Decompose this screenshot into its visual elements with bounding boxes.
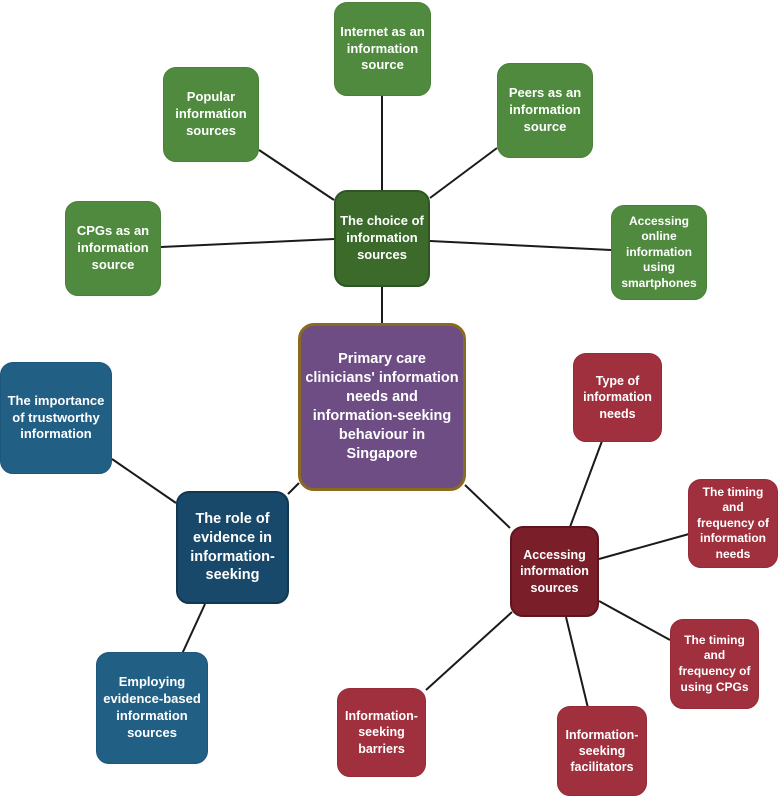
- subtheme-timing-cpgs-node: The timing and frequency of using CPGs: [670, 619, 759, 709]
- connector-choice-smartphones: [429, 240, 612, 251]
- connector-choice-peers: [429, 147, 498, 199]
- connector-accessing-type: [569, 440, 603, 528]
- subtheme-type-needs-label: Type of information needs: [583, 374, 652, 421]
- subtheme-timing-cpgs-label: The timing and frequency of using CPGs: [678, 632, 751, 694]
- subtheme-timing-needs-label: The timing and frequency of information …: [696, 484, 769, 561]
- connector-accessing-timing-cpgs: [598, 600, 671, 641]
- subtheme-facilitators-label: Information-seeking facilitators: [565, 727, 639, 775]
- subtheme-smartphones-label: Accessing online information using smart…: [621, 213, 697, 290]
- subtheme-barriers-label: Information-seeking barriers: [345, 709, 418, 756]
- theme-evidence-label: The role of evidence in information-seek…: [190, 510, 275, 584]
- subtheme-barriers-node: Information-seeking barriers: [337, 688, 426, 777]
- subtheme-peers-label: Peers as an information source: [508, 85, 582, 134]
- central-topic-label: Primary care clinicians' information nee…: [305, 351, 459, 462]
- central-topic-node: Primary care clinicians' information nee…: [298, 323, 466, 491]
- subtheme-trustworthy-label: The importance of trustworthy informatio…: [7, 392, 105, 442]
- subtheme-facilitators-node: Information-seeking facilitators: [557, 706, 647, 796]
- subtheme-cpgs-label: CPGs as an information source: [76, 223, 150, 272]
- theme-choice-label: The choice of information sources: [340, 213, 424, 262]
- connector-accessing-barriers: [425, 611, 513, 691]
- connector-accessing-timing-needs: [598, 533, 690, 560]
- connector-accessing-facilitators: [565, 616, 589, 709]
- subtheme-trustworthy-node: The importance of trustworthy informatio…: [0, 362, 112, 474]
- connector-center-accessing: [464, 484, 511, 529]
- subtheme-employing-node: Employing evidence-based information sou…: [96, 652, 208, 764]
- connector-choice-cpgs: [160, 238, 335, 248]
- subtheme-employing-label: Employing evidence-based information sou…: [103, 674, 201, 740]
- connector-center-evidence: [287, 482, 300, 495]
- subtheme-internet-label: Internet as an information source: [340, 23, 425, 73]
- subtheme-type-needs-node: Type of information needs: [573, 353, 662, 442]
- connector-evidence-trustworthy: [111, 458, 177, 504]
- subtheme-popular-label: Popular information sources: [175, 89, 247, 138]
- theme-evidence-node: The role of evidence in information-seek…: [176, 491, 289, 604]
- theme-accessing-label: Accessing information sources: [520, 548, 589, 595]
- subtheme-timing-needs-node: The timing and frequency of information …: [688, 479, 778, 568]
- subtheme-peers-node: Peers as an information source: [497, 63, 593, 158]
- subtheme-popular-node: Popular information sources: [163, 67, 259, 162]
- connector-choice-popular: [258, 149, 335, 201]
- theme-accessing-node: Accessing information sources: [510, 526, 599, 617]
- subtheme-smartphones-node: Accessing online information using smart…: [611, 205, 707, 300]
- connector-evidence-employing: [181, 603, 206, 655]
- theme-choice-node: The choice of information sources: [334, 190, 430, 287]
- subtheme-cpgs-node: CPGs as an information source: [65, 201, 161, 296]
- subtheme-internet-node: Internet as an information source: [334, 2, 431, 96]
